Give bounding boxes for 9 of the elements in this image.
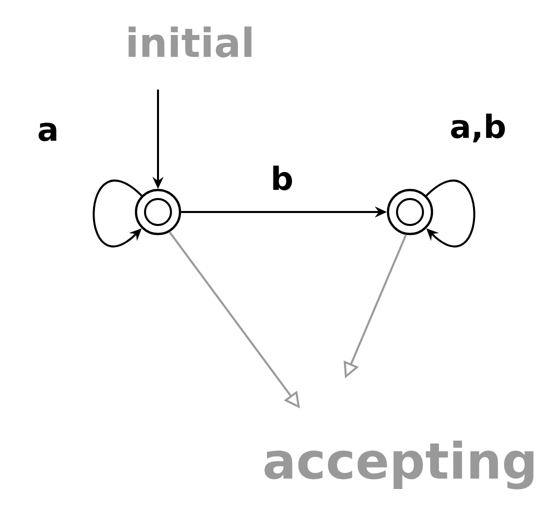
edge-label: a,b bbox=[448, 112, 508, 144]
arrow bbox=[92, 180, 142, 248]
arrow bbox=[426, 180, 476, 248]
state-label: initial bbox=[128, 26, 252, 58]
edge-label: a bbox=[36, 122, 60, 142]
state-label: accepting bbox=[264, 440, 534, 490]
accepting-state bbox=[386, 188, 434, 236]
edge-label: b bbox=[270, 164, 294, 192]
accepting-state bbox=[134, 188, 182, 236]
